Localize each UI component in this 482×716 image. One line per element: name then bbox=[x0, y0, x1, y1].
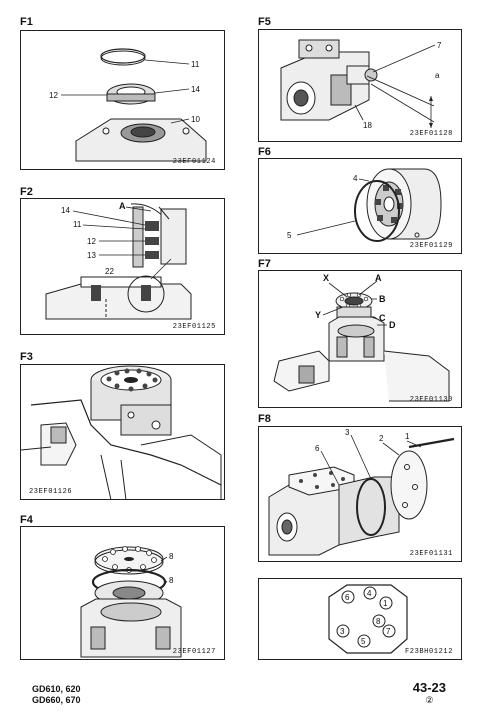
footer-page: 43-23 ② bbox=[413, 680, 446, 706]
figure-code-f2: 23EF01125 bbox=[172, 323, 216, 331]
figure-bolt-order-panel: 6 4 1 8 3 7 5 F23BH01212 bbox=[258, 578, 462, 660]
f8-callout-3: 3 bbox=[345, 428, 350, 437]
f2-callout-14: 14 bbox=[61, 206, 70, 215]
f6-callout-4: 4 bbox=[353, 174, 358, 183]
bolt-order-5: 5 bbox=[361, 637, 366, 646]
figure-f3-panel: 23EF01126 bbox=[20, 364, 225, 500]
figure-f2-panel: 14 11 12 13 22 A 23EF01125 bbox=[20, 198, 225, 335]
bolt-order-8: 8 bbox=[376, 617, 381, 626]
figure-f3-illustration bbox=[21, 365, 222, 499]
figure-title-f2: F2 bbox=[20, 186, 33, 198]
figure-f4-illustration: 8 8 bbox=[80, 546, 182, 658]
f6-callout-5: 5 bbox=[287, 231, 292, 240]
bolt-order-4: 4 bbox=[367, 589, 372, 598]
bolt-order-1: 1 bbox=[383, 599, 388, 608]
footer-models-line1: GD610, 620 bbox=[32, 684, 81, 694]
f7-callout-b: B bbox=[379, 294, 386, 304]
f5-callout-a: a bbox=[435, 71, 440, 80]
figure-title-f4: F4 bbox=[20, 514, 33, 526]
figure-f5-illustration: 7 a 18 bbox=[280, 39, 442, 130]
bolt-order-3: 3 bbox=[340, 627, 345, 636]
figure-code-f8: 23EF01131 bbox=[409, 550, 453, 558]
figure-f6-panel: 4 5 23EF01129 bbox=[258, 158, 462, 254]
f5-callout-18: 18 bbox=[363, 121, 372, 130]
f7-callout-a: A bbox=[375, 273, 382, 283]
f1-callout-14: 14 bbox=[191, 85, 200, 94]
revision-mark: ② bbox=[425, 695, 434, 705]
f2-callout-a: A bbox=[119, 201, 126, 211]
figure-f7-panel: X A B Y C D 23EF01130 bbox=[258, 270, 462, 408]
f2-callout-11: 11 bbox=[73, 220, 82, 229]
figure-title-f1: F1 bbox=[20, 16, 33, 28]
figure-f6-illustration: 4 5 bbox=[287, 168, 442, 242]
footer-models: GD610, 620 GD660, 670 bbox=[32, 684, 81, 706]
figure-f7-illustration: X A B Y C D bbox=[273, 273, 450, 402]
figure-title-f7: F7 bbox=[258, 258, 271, 270]
footer-models-line2: GD660, 670 bbox=[32, 695, 81, 705]
f7-callout-c: C bbox=[379, 313, 386, 323]
figure-title-f6: F6 bbox=[258, 146, 271, 158]
f1-callout-12: 12 bbox=[49, 91, 58, 100]
f8-callout-6: 6 bbox=[315, 444, 320, 453]
bolt-order-6: 6 bbox=[345, 593, 350, 602]
figure-code-f1: 23EF01124 bbox=[172, 158, 216, 166]
figure-f5-panel: 7 a 18 23EF01128 bbox=[258, 29, 462, 142]
figure-f8-illustration: 3 2 1 6 bbox=[268, 428, 455, 556]
figure-code-f6: 23EF01129 bbox=[409, 242, 453, 250]
figure-title-f5: F5 bbox=[258, 16, 271, 28]
figure-f1-panel: 11 12 14 10 23EF01124 bbox=[20, 30, 225, 170]
f7-callout-y: Y bbox=[315, 310, 321, 320]
f2-callout-22: 22 bbox=[105, 267, 114, 276]
f7-callout-d: D bbox=[389, 320, 396, 330]
bolt-order-7: 7 bbox=[386, 627, 391, 636]
figure-code-f7: 23EF01130 bbox=[409, 396, 453, 404]
f8-callout-2: 2 bbox=[379, 434, 384, 443]
f4-callout-8-top: 8 bbox=[169, 552, 174, 561]
bolt-order-diagram: 6 4 1 8 3 7 5 bbox=[328, 584, 408, 654]
f1-callout-11: 11 bbox=[191, 60, 200, 69]
figure-code-f4: 23EF01127 bbox=[172, 648, 216, 656]
figure-f1-illustration: 11 12 14 10 bbox=[49, 48, 207, 162]
figure-f2-illustration: 14 11 12 13 22 A bbox=[45, 201, 192, 320]
f2-callout-12: 12 bbox=[87, 237, 96, 246]
f7-callout-x: X bbox=[323, 273, 329, 283]
figure-title-f3: F3 bbox=[20, 351, 33, 363]
figure-f8-panel: 3 2 1 6 23EF01131 bbox=[258, 426, 462, 562]
f2-callout-13: 13 bbox=[87, 251, 96, 260]
figure-title-f8: F8 bbox=[258, 413, 271, 425]
figure-code-f3: 23EF01126 bbox=[29, 488, 73, 496]
f8-callout-1: 1 bbox=[405, 432, 410, 441]
figure-f4-panel: 8 8 23EF01127 bbox=[20, 526, 225, 660]
page-number: 43-23 bbox=[412, 680, 446, 695]
figure-code-bolt-order: F23BH01212 bbox=[404, 648, 453, 656]
f4-callout-8-bottom: 8 bbox=[169, 576, 174, 585]
figure-code-f5: 23EF01128 bbox=[409, 130, 453, 138]
f1-callout-10: 10 bbox=[191, 115, 200, 124]
f5-callout-7: 7 bbox=[437, 41, 442, 50]
